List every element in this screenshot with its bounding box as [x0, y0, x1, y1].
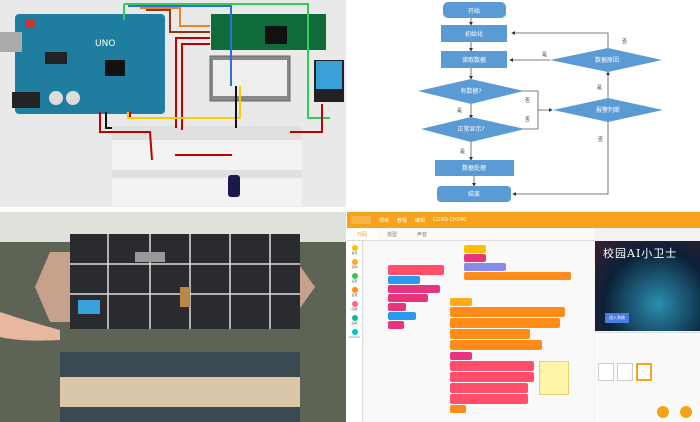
read-label: 读取数据: [462, 56, 486, 64]
start-label: 开始: [468, 7, 480, 15]
node-normal: [421, 117, 525, 142]
enter-system-button[interactable]: 进入系统: [605, 313, 629, 323]
code-block[interactable]: [388, 303, 406, 311]
category-pen[interactable]: 画笔: [347, 315, 362, 325]
arduino-board: [15, 14, 165, 114]
no-label: 否: [525, 98, 530, 104]
node-end: [437, 186, 511, 202]
process-label: 数据处理: [462, 164, 486, 172]
add-sprite-button[interactable]: [657, 406, 669, 418]
comment-note[interactable]: [539, 361, 569, 395]
power-jack: [12, 92, 40, 108]
stage-title: 校园AI小卫士: [603, 247, 678, 260]
menu-edit[interactable]: 编辑: [415, 217, 426, 224]
node-init: [441, 25, 507, 42]
code-block[interactable]: [388, 276, 420, 284]
code-block[interactable]: [450, 318, 560, 328]
category-operators[interactable]: 运算: [347, 273, 362, 283]
code-block[interactable]: [464, 245, 486, 253]
menu-project[interactable]: 项目: [379, 217, 390, 224]
board-label: UNO: [95, 39, 115, 49]
yes-label: 是: [542, 52, 547, 58]
init-label: 初始化: [465, 30, 483, 38]
code-block[interactable]: [388, 285, 440, 293]
display-module: [135, 252, 165, 262]
code-block[interactable]: [450, 383, 528, 393]
category-events[interactable]: 事件: [347, 245, 362, 255]
end-label: 结束: [468, 190, 480, 198]
category-functions[interactable]: 函数: [347, 301, 362, 311]
code-block[interactable]: [464, 272, 571, 280]
code-block[interactable]: [388, 321, 404, 329]
code-block[interactable]: [450, 394, 528, 404]
code-block[interactable]: [450, 340, 542, 350]
node-process: [435, 160, 514, 176]
code-block[interactable]: [450, 405, 466, 413]
category-arduino[interactable]: Arduino: [347, 329, 362, 339]
logo: [351, 216, 371, 224]
dashboard-board: [70, 234, 300, 329]
ide-menu-bar: 项目 教程 编辑 COM9 CH340: [347, 212, 700, 228]
tab-costumes[interactable]: 造型: [387, 232, 398, 238]
has-data-label: 有数据?: [460, 87, 481, 95]
dht-sensor: [78, 300, 100, 314]
code-block[interactable]: [450, 307, 565, 317]
capacitor: [228, 175, 240, 197]
sprite-thumb[interactable]: [617, 363, 633, 381]
sprite-thumb-selected[interactable]: [636, 363, 652, 381]
flowchart: 开始 初始化 读取数据 有数据? 正常显示? 数据处理 结束 数据原因 报警判断…: [350, 0, 700, 207]
code-block[interactable]: [388, 312, 416, 320]
code-block[interactable]: [388, 265, 444, 275]
hand: [0, 312, 60, 341]
sprite-thumb[interactable]: [598, 363, 614, 381]
category-variables[interactable]: 变量: [347, 287, 362, 297]
category-control[interactable]: 控制: [347, 259, 362, 269]
stage[interactable]: 校园AI小卫士 进入系统: [595, 241, 700, 331]
node-cause: [550, 48, 662, 72]
normal-label: 正常显示?: [457, 125, 484, 133]
prototype-photo: [0, 212, 346, 422]
node-start: [443, 2, 506, 18]
block-ide: 项目 教程 编辑 COM9 CH340 代码 造型 声音 事件 控制 运算 变量…: [347, 212, 700, 422]
sprite-panel: [595, 332, 700, 422]
alarm-label: 报警判断: [596, 106, 620, 114]
add-backdrop-button[interactable]: [680, 406, 692, 418]
code-block[interactable]: [450, 352, 472, 360]
node-read: [441, 51, 507, 68]
code-block[interactable]: [450, 298, 472, 306]
tab-code[interactable]: 代码: [347, 228, 378, 240]
code-block[interactable]: [450, 372, 534, 382]
code-block[interactable]: [464, 263, 506, 271]
no-label: 否: [598, 137, 603, 143]
editor-tabs: 代码 造型 声音: [347, 228, 594, 241]
cause-label: 数据原因: [595, 56, 619, 64]
node-has-data: [418, 79, 524, 104]
yes-label: 是: [457, 108, 462, 114]
tab-sounds[interactable]: 声音: [417, 232, 428, 238]
code-block[interactable]: [388, 294, 428, 302]
no-label: 否: [525, 117, 530, 123]
menu-port[interactable]: COM9 CH340: [433, 217, 467, 223]
code-block[interactable]: [450, 329, 530, 339]
node-alarm: [553, 98, 663, 122]
menu-tutorial[interactable]: 教程: [397, 217, 408, 224]
code-block[interactable]: [450, 361, 534, 371]
circuit-diagram: UNO: [0, 0, 346, 207]
block-categories: 事件 控制 运算 变量 函数 画笔 Arduino: [347, 241, 363, 422]
yes-label: 是: [460, 149, 465, 155]
code-block[interactable]: [464, 254, 486, 262]
no-label: 否: [622, 39, 627, 45]
yes-label: 是: [597, 85, 602, 91]
code-area[interactable]: [364, 241, 594, 422]
usb-port: [0, 32, 22, 52]
